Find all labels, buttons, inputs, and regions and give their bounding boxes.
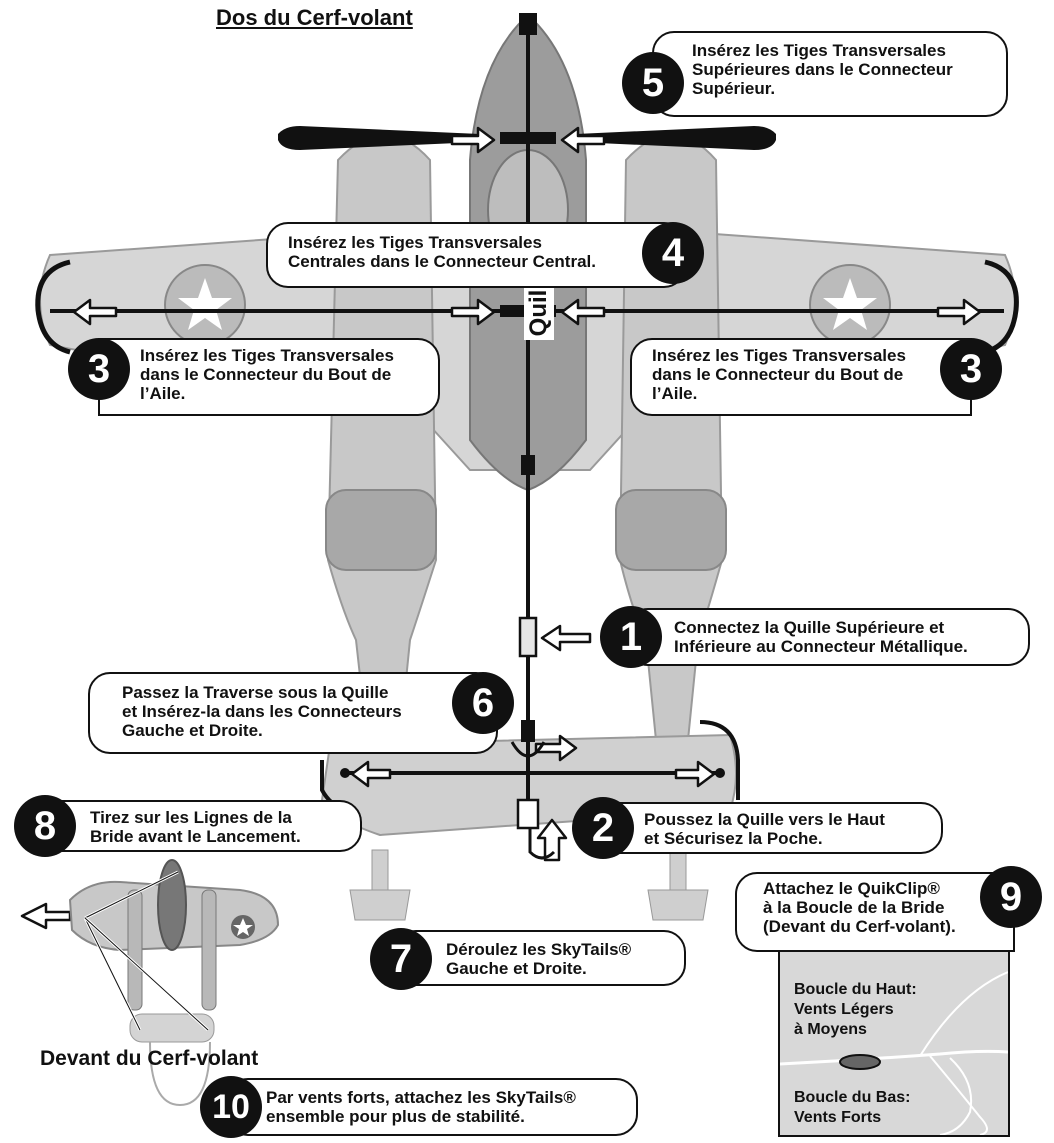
step-7-callout: Déroulez les SkyTails® Gauche et Droite.: [394, 930, 686, 986]
bridle-line-art: [780, 971, 1008, 1135]
step-3-right-badge: 3: [940, 338, 1002, 400]
metal-connector: [518, 616, 538, 658]
right-skytail-tip: [647, 889, 709, 921]
keel-top-cap: [519, 13, 537, 35]
step-3-left-callout: Insérez les Tiges Transversales dans le …: [98, 338, 440, 416]
step-10-text: Par vents forts, attachez les SkyTails® …: [266, 1088, 576, 1126]
step-5-text: Insérez les Tiges Transversales Supérieu…: [692, 41, 953, 98]
left-roundel-star: [178, 278, 232, 330]
step-2-callout: Poussez la Quille vers le Haut et Sécuri…: [598, 802, 943, 854]
step-4-text: Insérez les Tiges Transversales Centrale…: [288, 233, 596, 271]
left-skytail: [371, 849, 389, 891]
step-5-badge: 5: [622, 52, 684, 114]
step-1-callout: Connectez la Quille Supérieure et Inféri…: [626, 608, 1030, 666]
right-wingtip-arc: [984, 259, 1019, 355]
left-skytail-tip: [349, 889, 411, 921]
step-3-right-text: Insérez les Tiges Transversales dans le …: [652, 346, 906, 403]
right-roundel-star: [823, 278, 877, 330]
step-8-callout: Tirez sur les Lignes de la Bride avant l…: [22, 800, 362, 852]
step-3-left-badge: 3: [68, 338, 130, 400]
step-6-text: Passez la Traverse sous la Quille et Ins…: [122, 683, 402, 740]
step-7-badge: 7: [370, 928, 432, 990]
step-8-badge: 8: [14, 795, 76, 857]
step-1-text: Connectez la Quille Supérieure et Inféri…: [674, 618, 968, 656]
step-6-callout: Passez la Traverse sous la Quille et Ins…: [88, 672, 498, 754]
upper-right-spar: [576, 126, 776, 150]
right-nacelle: [615, 489, 727, 571]
right-skytail: [669, 849, 687, 891]
step-3-right-callout: Insérez les Tiges Transversales dans le …: [630, 338, 972, 416]
top-loop-label: Boucle du Haut: Vents Légers à Moyens: [794, 981, 917, 1038]
step-9-badge: 9: [980, 866, 1042, 928]
step-4-callout: Insérez les Tiges Transversales Centrale…: [266, 222, 686, 288]
insertion-arrows: [20, 126, 982, 930]
diagram-title: Dos du Cerf-volant: [216, 5, 413, 30]
step-10-callout: Par vents forts, attachez les SkyTails® …: [226, 1078, 638, 1136]
step-6-badge: 6: [452, 672, 514, 734]
keel-lower-joint: [521, 720, 535, 742]
bottom-loop-label: Boucle du Bas: Vents Forts: [794, 1089, 911, 1126]
keel-pocket: [516, 798, 540, 830]
front-view-title: Devant du Cerf-volant: [40, 1047, 259, 1070]
keel-joint: [521, 455, 535, 475]
step-1-badge: 1: [600, 606, 662, 668]
left-wingtip-arc: [35, 259, 71, 355]
step-3-left-text: Insérez les Tiges Transversales dans le …: [140, 346, 394, 403]
step-5-callout: Insérez les Tiges Transversales Supérieu…: [652, 31, 1008, 117]
upper-left-spar: [278, 126, 480, 150]
step-9-callout: Attachez le QuikClip® à la Boucle de la …: [735, 872, 1015, 952]
bridle-loop-inset: Boucle du Haut: Vents Légers à Moyens Bo…: [778, 950, 1010, 1137]
step-8-text: Tirez sur les Lignes de la Bride avant l…: [90, 808, 301, 846]
step-2-text: Poussez la Quille vers le Haut et Sécuri…: [644, 810, 885, 848]
step-10-badge: 10: [200, 1076, 262, 1138]
step-9-text: Attachez le QuikClip® à la Boucle de la …: [763, 879, 956, 936]
left-nacelle: [325, 489, 437, 571]
step-7-text: Déroulez les SkyTails® Gauche et Droite.: [446, 940, 632, 978]
front-kite-thumbnail: [68, 859, 280, 1107]
step-4-badge: 4: [642, 222, 704, 284]
quikclip-icon: [839, 1054, 881, 1070]
step-2-badge: 2: [572, 797, 634, 859]
